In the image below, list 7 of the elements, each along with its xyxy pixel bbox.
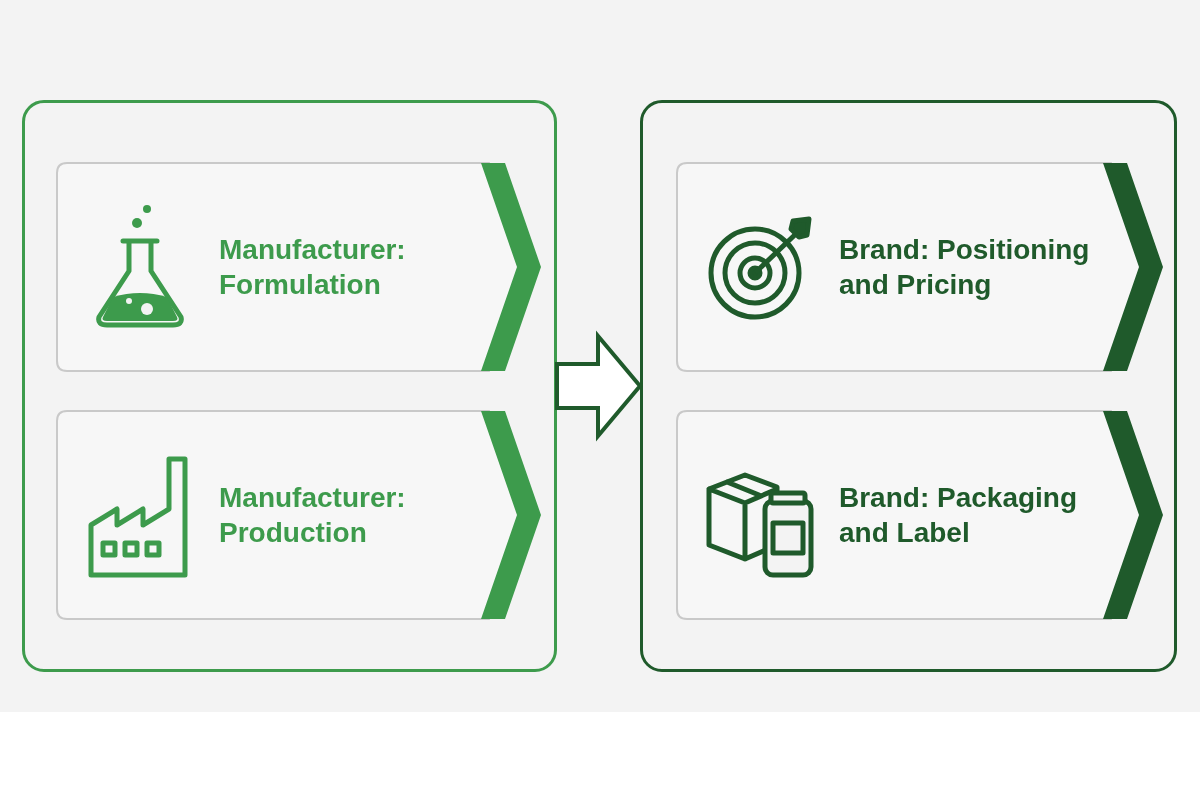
- step-label: Manufacturer: Formulation: [219, 233, 407, 302]
- step-label: Manufacturer: Production: [219, 481, 407, 550]
- group-panel: [640, 100, 1177, 672]
- block-arrow: [555, 330, 643, 442]
- step-label: Brand: Positioning and Pricing: [839, 233, 1091, 302]
- group-panel: [22, 100, 557, 672]
- step-label: Brand: Packaging and Label: [839, 481, 1079, 550]
